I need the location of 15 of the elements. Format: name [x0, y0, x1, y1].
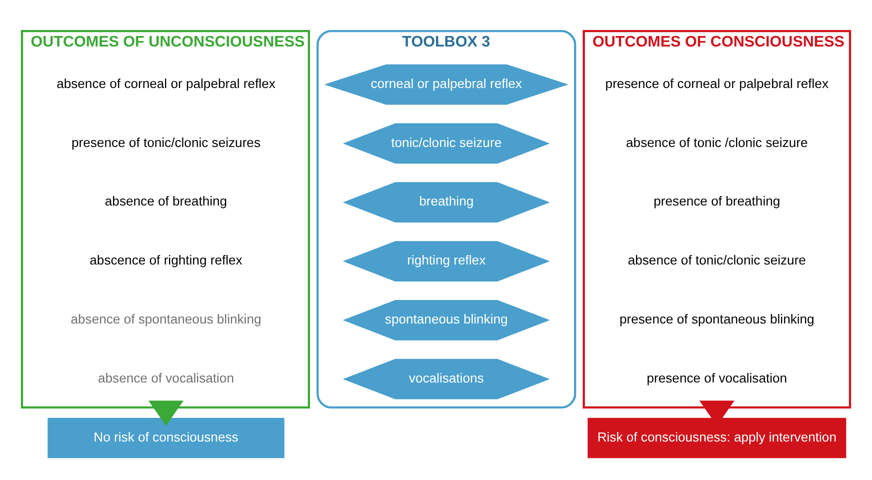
arrow	[148, 400, 184, 426]
node-text: presence of tonic/clonic seizures	[71, 134, 261, 150]
node-text: presence of corneal or palpebral reflex	[605, 76, 829, 91]
node-box: Risk of consciousness: apply intervention	[588, 418, 846, 458]
node-text: absence of vocalisation	[98, 370, 234, 386]
node-box: No risk of consciousness	[48, 418, 284, 458]
node-text: absence of breathing	[104, 194, 228, 209]
node-text: abscence of righting reflex	[90, 252, 242, 268]
node-text: absence of tonic /clonic seizure	[626, 134, 808, 150]
node-text: presence of vocalisation	[646, 370, 788, 386]
node-text: absence of tonic/clonic seizure	[628, 252, 806, 268]
node-text: presence of spontaneous blinking	[619, 312, 814, 327]
node-text: absence of spontaneous blinking	[70, 312, 262, 327]
node-text: absence of corneal or palpebral reflex	[56, 76, 276, 91]
node-text: presence of breathing	[654, 194, 780, 209]
